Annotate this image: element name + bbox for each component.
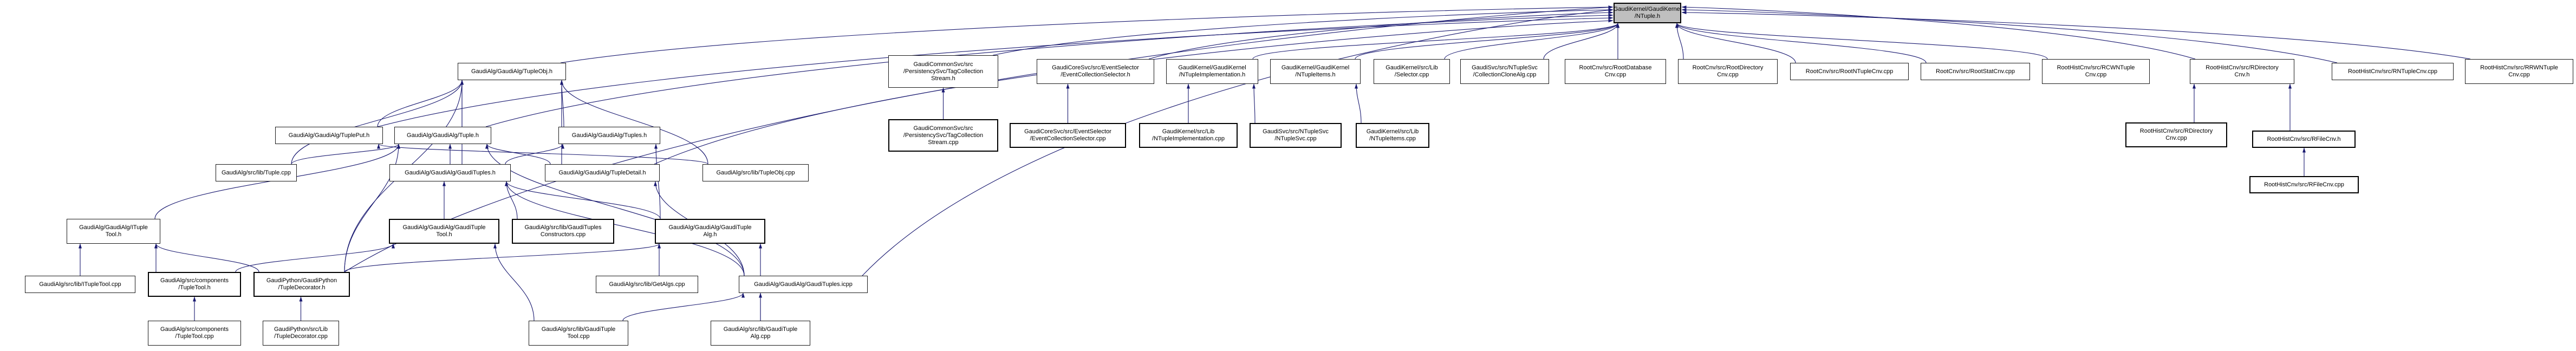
node-tuple_h[interactable]: GaudiAlg/GaudiAlg/Tuple.h — [394, 127, 491, 144]
node-tupledetail_h[interactable]: GaudiAlg/GaudiAlg/TupleDetail.h — [545, 164, 660, 181]
node-rootdirectorycnv_cpp[interactable]: RootCnv/src/RootDirectory Cnv.cpp — [1678, 59, 1778, 84]
node-ntupleitems_h[interactable]: GaudiKernel/GaudiKernel /NTupleItems.h — [1270, 59, 1361, 84]
node-gaudituplesconstructors_cpp[interactable]: GaudiAlg/src/lib/GaudiTuples Constructor… — [512, 219, 614, 244]
include-edge-tupleobj_cpp-to-tupleput_h — [377, 144, 708, 165]
include-edge-collectionclonealg_cpp-to-ntuple_h — [1543, 23, 1619, 60]
node-gauditupletool_cpp[interactable]: GaudiAlg/src/lib/GaudiTuple Tool.cpp — [529, 321, 628, 346]
node-tupledecorator_h[interactable]: GaudiPython/GaudiPython /TupleDecorator.… — [253, 272, 350, 297]
include-edge-gaudituples_icpp-to-gaudituples_h — [505, 181, 745, 276]
include-edge-gauditupletool_cpp-to-gaudituples_icpp — [622, 292, 745, 321]
include-edge-tupleobj_cpp-to-tupleobj_h — [560, 80, 708, 165]
node-ntuplesvc_cpp[interactable]: GaudiSvc/src/NTupleSvc /NTupleSvc.cpp — [1250, 123, 1342, 148]
node-tupletool_cpp[interactable]: GaudiAlg/src/components /TupleTool.cpp — [148, 321, 241, 346]
include-edge-ntupleitems_h-to-ntuple_h — [1355, 23, 1619, 60]
include-edge-gaudituples_h-to-tuples_h — [505, 144, 564, 165]
include-edge-gauditupletool_cpp-to-gauditupletool_h — [493, 243, 535, 321]
include-edge-ntupleimplementation_h-to-ntuple_h — [1252, 23, 1619, 60]
node-gaudituples_h[interactable]: GaudiAlg/GaudiAlg/GaudiTuples.h — [389, 164, 511, 181]
include-edge-rcwntuplecnv_cpp-to-ntuple_h — [1675, 23, 2048, 60]
include-edge-gaudituplealg_h-to-tuples_h — [654, 144, 661, 219]
node-tupleobj_cpp[interactable]: GaudiAlg/src/lib/TupleObj.cpp — [702, 164, 809, 181]
include-edge-ntuplesvc_cpp-to-ntupleimplementation_h — [1252, 83, 1256, 123]
include-edge-tupletool_h-to-gauditupletool_h — [235, 243, 395, 272]
include-edge-rootntuplecnv_cpp-to-ntuple_h — [1675, 23, 1796, 63]
node-tupleobj_h[interactable]: GaudiAlg/GaudiAlg/TupleObj.h — [458, 63, 566, 80]
node-ntuple_h[interactable]: GaudiKernel/GaudiKernel /NTuple.h — [1614, 3, 1681, 23]
node-rcwntuplecnv_cpp[interactable]: RootHistCnv/src/RCWNTuple Cnv.cpp — [2042, 59, 2150, 84]
node-tupledecorator_cpp[interactable]: GaudiPython/src/Lib /TupleDecorator.cpp — [263, 321, 339, 346]
node-tupleput_h[interactable]: GaudiAlg/GaudiAlg/TuplePut.h — [275, 127, 383, 144]
node-gauditupletool_h[interactable]: GaudiAlg/GaudiAlg/GaudiTuple Tool.h — [389, 219, 499, 244]
include-edge-tuple_cpp-to-tuple_h — [291, 144, 400, 165]
node-tuples_h[interactable]: GaudiAlg/GaudiAlg/Tuples.h — [558, 127, 660, 144]
include-edge-tuple_h-to-ntuple_h — [485, 14, 1614, 127]
node-gaudituplealg_cpp[interactable]: GaudiAlg/src/lib/GaudiTuple Alg.cpp — [711, 321, 810, 346]
node-tupletool_h[interactable]: GaudiAlg/src/components /TupleTool.h — [148, 272, 241, 297]
include-edge-selector_cpp-to-ntuple_h — [1444, 23, 1619, 60]
include-edge-tuples_h-to-tupleobj_h — [560, 80, 564, 127]
node-itupletool_h[interactable]: GaudiAlg/GaudiAlg/ITuple Tool.h — [67, 219, 160, 244]
include-edge-gaudituplealg_h-to-gaudituples_h — [505, 181, 661, 219]
include-edge-tupledecorator_h-to-itupletool_h — [154, 243, 259, 272]
include-edge-rntuplecnv_cpp-to-ntuple_h — [1681, 8, 2338, 63]
node-rootdatabasecnv_cpp[interactable]: RootCnv/src/RootDatabase Cnv.cpp — [1565, 59, 1666, 84]
node-selector_cpp[interactable]: GaudiKernel/src/Lib /Selector.cpp — [1374, 59, 1450, 84]
node-rdirectorycnv_cpp[interactable]: RootHistCnv/src/RDirectory Cnv.cpp — [2125, 122, 2227, 147]
node-rootntuplecnv_cpp[interactable]: RootCnv/src/RootNTupleCnv.cpp — [1790, 63, 1909, 80]
node-itupletool_cpp[interactable]: GaudiAlg/src/lib/ITupleTool.cpp — [25, 276, 135, 293]
include-edge-rrwntuplecnv_cpp-to-ntuple_h — [1681, 11, 2471, 60]
node-collectionclonealg_cpp[interactable]: GaudiSvc/src/NTupleSvc /CollectionCloneA… — [1460, 59, 1549, 84]
include-edge-rdirectorycnv_h-to-ntuple_h — [1681, 5, 2196, 60]
node-rootstatcnv_cpp[interactable]: RootCnv/src/RootStatCnv.cpp — [1921, 63, 2030, 80]
include-edge-rootdirectorycnv_cpp-to-ntuple_h — [1675, 23, 1684, 60]
node-rntuplecnv_cpp[interactable]: RootHistCnv/src/RNTupleCnv.cpp — [2332, 63, 2454, 80]
include-edge-tupledetail_h-to-tuple_h — [485, 144, 551, 165]
node-ntupleimplementation_cpp[interactable]: GaudiKernel/src/Lib /NTupleImplementatio… — [1139, 123, 1238, 148]
node-ntupleimplementation_h[interactable]: GaudiKernel/GaudiKernel /NTupleImplement… — [1166, 59, 1258, 84]
node-tagcollectionstream_h[interactable]: GaudiCommonSvc/src /PersistencySvc/TagCo… — [888, 55, 998, 88]
node-tagcollectionstream_cpp[interactable]: GaudiCommonSvc/src /PersistencySvc/TagCo… — [888, 119, 998, 152]
include-edge-tupledecorator_h-to-tuple_h — [344, 144, 400, 272]
node-eventcollectionselector_cpp[interactable]: GaudiCoreSvc/src/EventSelector /EventCol… — [1010, 123, 1126, 148]
node-gaudituplealg_h[interactable]: GaudiAlg/GaudiAlg/GaudiTuple Alg.h — [655, 219, 765, 244]
node-gaudituples_icpp[interactable]: GaudiAlg/GaudiAlg/GaudiTuples.icpp — [739, 276, 868, 293]
node-ntupleitems_cpp[interactable]: GaudiKernel/src/Lib /NTupleItems.cpp — [1356, 123, 1429, 148]
include-edge-itupletool_h-to-tuple_h — [154, 144, 400, 219]
include-edge-tuple_cpp-to-tupleobj_h — [291, 80, 464, 165]
include-edge-tupleobj_h-to-ntuple_h — [560, 5, 1614, 63]
include-edge-tupleput_h-to-ntuple_h — [377, 16, 1614, 127]
node-rfilecnv_h[interactable]: RootHistCnv/src/RFileCnv.h — [2252, 131, 2356, 148]
include-edge-ntupleitems_cpp-to-ntupleitems_h — [1355, 83, 1362, 123]
node-rrwntuplecnv_cpp[interactable]: RootHistCnv/src/RRWNTuple Cnv.cpp — [2465, 59, 2573, 84]
node-tuple_cpp[interactable]: GaudiAlg/src/lib/Tuple.cpp — [216, 164, 297, 181]
node-getalgs_cpp[interactable]: GaudiAlg/src/lib/GetAlgs.cpp — [596, 276, 698, 293]
include-edge-tupleput_h-to-tupleobj_h — [377, 80, 464, 127]
node-eventcollectionselector_h[interactable]: GaudiCoreSvc/src/EventSelector /EventCol… — [1037, 59, 1154, 84]
node-rfilecnv_cpp[interactable]: RootHistCnv/src/RFileCnv.cpp — [2249, 176, 2359, 193]
node-rdirectorycnv_h[interactable]: RootHistCnv/src/RDirectory Cnv.h — [2190, 59, 2294, 84]
include-edge-tupledecorator_h-to-gaudituplealg_h — [344, 243, 661, 272]
include-edge-rootstatcnv_cpp-to-ntuple_h — [1675, 23, 1927, 63]
include-edge-eventcollectionselector_h-to-ntuple_h — [1148, 11, 1614, 60]
